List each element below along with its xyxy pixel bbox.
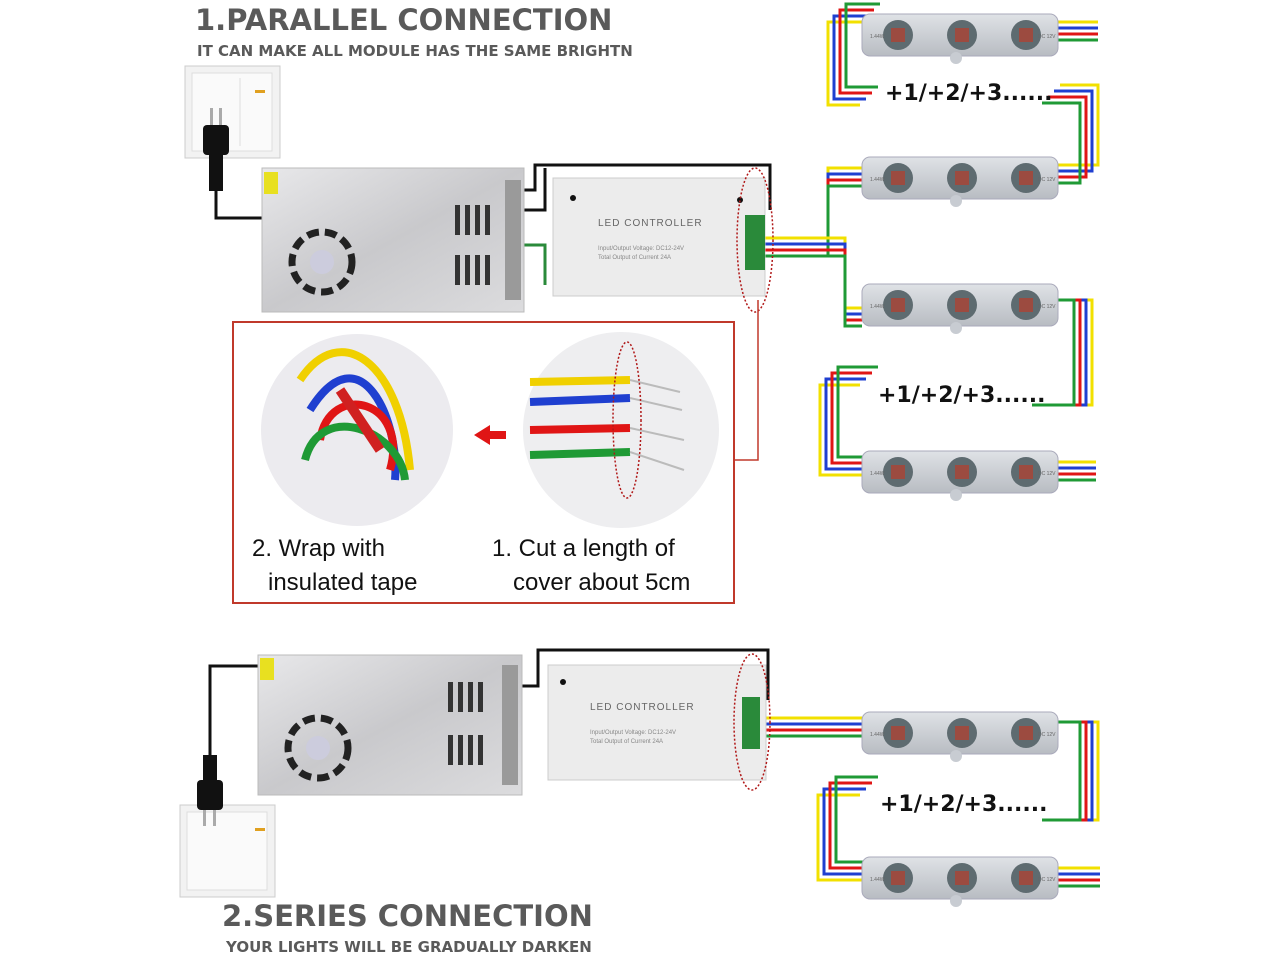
wire-m2-right-yellow xyxy=(1058,83,1100,167)
highlight-ellipse xyxy=(736,167,774,313)
step1-line2: cover about 5cm xyxy=(513,569,690,596)
module-power: 1.44W xyxy=(870,304,885,310)
wire-s1-right-green xyxy=(1040,720,1082,822)
controller-spec-current: Total Output of Current 24A xyxy=(590,739,663,745)
led-module: 1.44W DC 12V xyxy=(861,283,1059,334)
led-module: 1.44W DC 12V xyxy=(861,856,1059,907)
module-power: 1.44W xyxy=(870,732,885,738)
controller-spec-voltage: Input/Output Voltage: DC12-24V xyxy=(590,730,676,736)
power-supply-bottom xyxy=(208,654,523,796)
module-voltage: DC 12V xyxy=(1038,34,1056,40)
count-label-2: +1/+2/+3...... xyxy=(878,383,1045,408)
power-plug-icon xyxy=(197,755,223,826)
wire-m4-left-blue xyxy=(824,377,868,471)
wire-m1-left-green xyxy=(844,2,880,89)
module-power: 1.44W xyxy=(870,471,885,477)
module-power: 1.44W xyxy=(870,177,885,183)
led-module: 1.44W DC 12V xyxy=(861,450,1059,501)
count-label-3: +1/+2/+3...... xyxy=(880,792,1047,817)
module-voltage: DC 12V xyxy=(1038,877,1056,883)
controller-label: LED CONTROLLER xyxy=(590,702,695,713)
wall-outlet-top xyxy=(184,65,281,220)
led-controller-top: LED CONTROLLER Input/Output Voltage: DC1… xyxy=(552,167,774,313)
wire-m2-right-red xyxy=(1046,95,1088,179)
power-plug-icon xyxy=(203,108,229,191)
module-voltage: DC 12V xyxy=(1038,471,1056,477)
module-voltage: DC 12V xyxy=(1038,304,1056,310)
led-module: 1.44W DC 12V xyxy=(861,711,1059,762)
controller-spec-voltage: Input/Output Voltage: DC12-24V xyxy=(598,246,684,252)
wire-m2-right-green xyxy=(1040,101,1082,185)
wire-m4-left-green xyxy=(836,365,880,459)
led-module: 1.44W DC 12V xyxy=(861,156,1059,207)
power-supply-top xyxy=(261,167,525,313)
module-voltage: DC 12V xyxy=(1038,177,1056,183)
step2-line2: insulated tape xyxy=(268,569,417,596)
step1-line1: 1. Cut a length of xyxy=(492,535,675,562)
fan-icon xyxy=(288,228,356,296)
wires-layer xyxy=(505,2,1100,888)
wire-s2-left-blue xyxy=(822,787,868,876)
wire-s2-left-red xyxy=(828,781,874,870)
module-voltage: DC 12V xyxy=(1038,732,1056,738)
wrapped-wires-photo xyxy=(261,334,453,526)
led-controller-bottom: LED CONTROLLER Input/Output Voltage: DC1… xyxy=(547,653,771,791)
wire-m1-left-red xyxy=(838,8,874,95)
wire-s2-left-yellow xyxy=(816,793,862,882)
section1-subtitle: IT CAN MAKE ALL MODULE HAS THE SAME BRIG… xyxy=(197,42,633,60)
controller-spec-current: Total Output of Current 24A xyxy=(598,255,671,261)
module-power: 1.44W xyxy=(870,877,885,883)
led-module: 1.44W DC 12V xyxy=(861,13,1059,64)
section2-title: 2.SERIES CONNECTION xyxy=(222,899,593,933)
wire-m4-left-red xyxy=(830,371,874,465)
wire-m1-left-blue xyxy=(832,14,868,101)
count-label-1: +1/+2/+3...... xyxy=(885,81,1052,106)
module-power: 1.44W xyxy=(870,34,885,40)
wire-m2-right-blue xyxy=(1052,89,1094,173)
instruction-panel: 2. Wrap with insulated tape 1. Cut a len… xyxy=(232,300,759,604)
step2-line1: 2. Wrap with xyxy=(252,535,385,562)
power-wire xyxy=(505,648,770,700)
section2-subtitle: YOUR LIGHTS WILL BE GRADUALLY DARKEN xyxy=(225,938,592,956)
terminal-block xyxy=(745,215,765,270)
wire-s2-left-green xyxy=(834,775,880,864)
cut-wires-photo xyxy=(523,332,719,528)
wire-ctrl-m3-green xyxy=(765,254,862,328)
section1-title: 1.PARALLEL CONNECTION xyxy=(195,3,612,37)
controller-label: LED CONTROLLER xyxy=(598,218,703,229)
wire-m4-left-yellow xyxy=(818,383,862,477)
wall-outlet-bottom xyxy=(179,755,276,898)
arrow-left-icon xyxy=(474,425,506,445)
led-modules: 1.44W DC 12V 1.44W DC 12V 1.44W DC 12V 1… xyxy=(861,13,1059,907)
power-wire xyxy=(505,163,772,210)
